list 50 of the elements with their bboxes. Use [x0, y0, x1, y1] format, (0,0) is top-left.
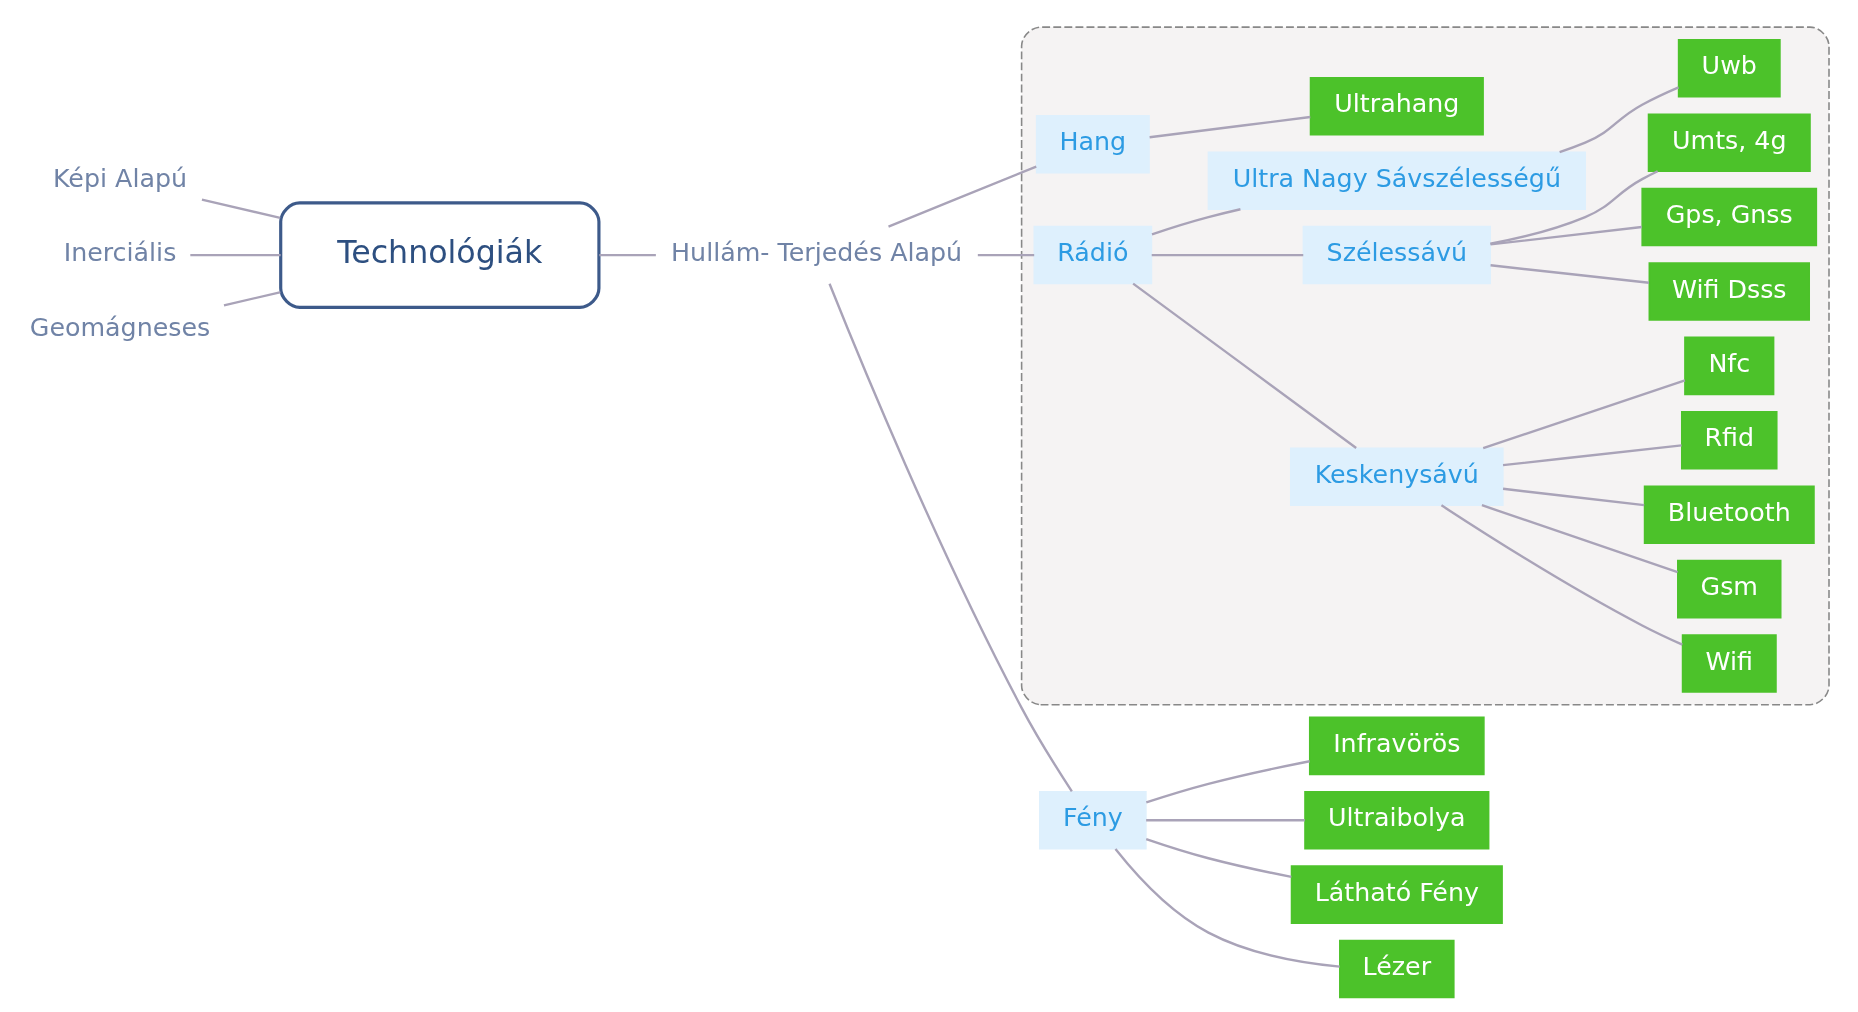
node-box: Wifi Dsss: [1648, 262, 1810, 321]
connector: [1502, 487, 1645, 507]
connector: [1146, 819, 1305, 822]
node-box: Látható Fény: [1290, 865, 1503, 924]
connector: [1151, 208, 1241, 236]
node-box: Uwb: [1677, 39, 1781, 98]
node-box: Gsm: [1677, 559, 1782, 619]
connector: [888, 165, 1037, 228]
connector: [1149, 115, 1311, 139]
connector: [828, 283, 1073, 792]
cluster: [1020, 26, 1830, 706]
node-box: Gps, Gnss: [1641, 187, 1818, 247]
connector: [1490, 264, 1650, 284]
node-box: Ultra Nagy Sávszélességű: [1207, 151, 1586, 210]
connector: [1481, 504, 1678, 574]
connector: [1502, 444, 1682, 467]
connector: [599, 253, 656, 257]
connector: [1114, 848, 1340, 968]
connector: [1151, 253, 1304, 257]
node-text: Geomágneses: [29, 311, 211, 342]
node-box: Infravörös: [1308, 716, 1485, 776]
node-text: Képi Alapú: [53, 162, 188, 193]
node-text: Inerciális: [63, 237, 177, 268]
connector: [1145, 837, 1292, 879]
node-box: Rádió: [1033, 225, 1153, 285]
connector: [1440, 504, 1683, 646]
node-box: Wifi: [1681, 634, 1777, 693]
connector: [1490, 170, 1659, 245]
node-box: Technológiák: [279, 201, 601, 309]
node-box: Rfid: [1681, 411, 1778, 470]
connector: [201, 198, 281, 220]
connector: [1559, 86, 1680, 154]
node-box: Hang: [1035, 114, 1150, 174]
node-box: Szélessávú: [1302, 225, 1491, 285]
connector: [1490, 225, 1642, 246]
connector: [190, 253, 281, 257]
node-text: Hullám- Terjedés Alapú: [671, 237, 963, 268]
connector: [977, 253, 1035, 257]
node-box: Keskenysávú: [1289, 447, 1504, 506]
connector: [1132, 282, 1357, 449]
node-box: Umts, 4g: [1647, 113, 1811, 172]
node-box: Ultrahang: [1309, 76, 1484, 136]
connector: [1145, 760, 1310, 804]
connector: [223, 291, 281, 307]
connector: [1482, 379, 1686, 450]
node-box: Nfc: [1684, 336, 1775, 396]
node-box: Ultraibolya: [1304, 790, 1490, 850]
node-box: Fény: [1039, 790, 1147, 850]
node-box: Lézer: [1339, 939, 1455, 999]
node-box: Bluetooth: [1643, 485, 1815, 544]
